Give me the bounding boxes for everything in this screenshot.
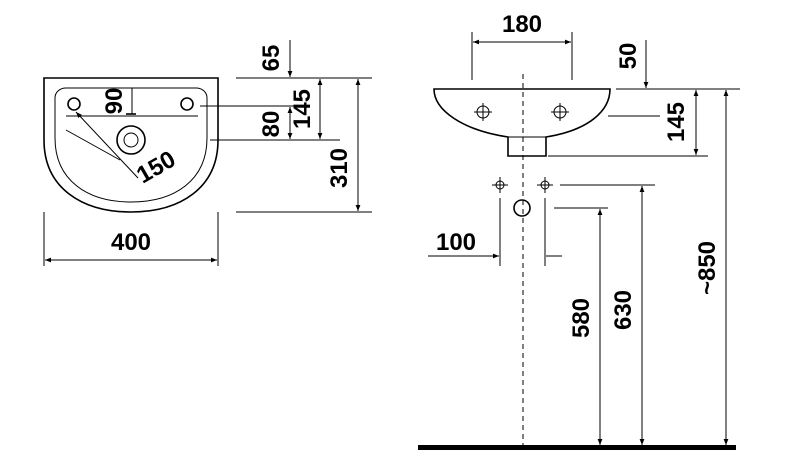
dim-supply-height: 630: [610, 290, 637, 330]
dim-rim-to-tap: 90: [101, 88, 128, 115]
dim-bowl-height: 145: [663, 102, 690, 142]
dim-rear-to-drain: 145: [289, 89, 316, 129]
basin-outline: [43, 77, 219, 213]
dim-depth: 310: [326, 148, 353, 188]
supply-pipe-left: [492, 177, 508, 193]
dim-radius: 150: [132, 146, 180, 189]
supply-pipe-right: [537, 177, 553, 193]
dim-outlet-width: 180: [502, 11, 542, 38]
dim-drain-height: 580: [568, 298, 595, 338]
dim-pipe-spacing: 100: [436, 229, 476, 256]
dim-tap-to-drain: 80: [258, 111, 285, 138]
top-view: 400 90 150 65 80 145 310: [43, 40, 372, 266]
dim-width: 400: [111, 229, 151, 256]
side-view: 180 50 145 100 580: [418, 11, 740, 450]
drain-inner: [123, 132, 139, 148]
basin-profile: [433, 88, 611, 157]
radius-leader: [65, 129, 121, 161]
basin-bowl: [54, 87, 208, 203]
tap-hole-right: [180, 97, 194, 111]
drain-pipe: [513, 199, 531, 217]
tap-symbol-right: [551, 103, 569, 121]
dim-rim-thickness: 50: [615, 43, 642, 70]
dim-rim-height: ~850: [694, 241, 721, 295]
tap-symbol-left: [474, 103, 492, 121]
floor-line: [418, 445, 736, 450]
drain-outer: [116, 125, 146, 155]
tap-hole-left: [67, 97, 81, 111]
radius-dim-line: [75, 111, 139, 179]
dim-rear-to-rim: 65: [258, 45, 285, 72]
